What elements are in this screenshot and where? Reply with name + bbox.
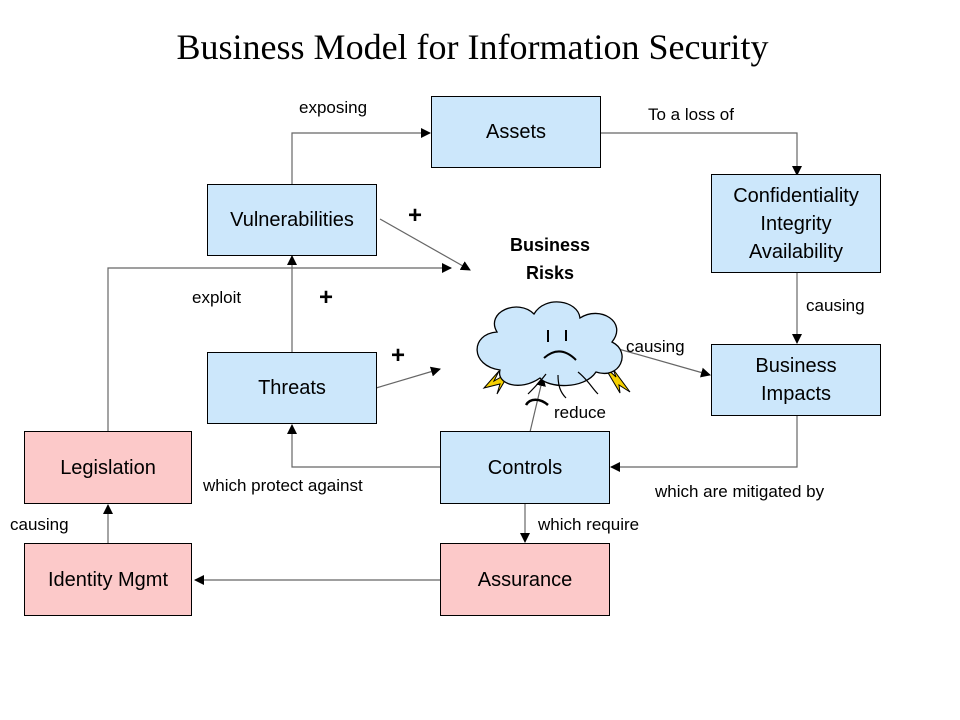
arrow-risks-to-impacts (607, 345, 711, 378)
edge-label-reduce: reduce (554, 403, 606, 422)
arrow-vulnerabilities-to-assets (291, 128, 431, 184)
cia-box[interactable]: Confidentiality Integrity Availability (711, 174, 881, 273)
identity-mgmt-box[interactable]: Identity Mgmt (24, 543, 192, 616)
arrow-threats-to-risks (375, 366, 441, 389)
edge-label-causing-center: causing (626, 337, 685, 356)
edge-label-protect-against: which protect against (203, 476, 363, 495)
vulnerabilities-box[interactable]: Vulnerabilities (207, 184, 377, 256)
assets-box[interactable]: Assets (431, 96, 601, 168)
plus-sign-threats: + (391, 342, 406, 369)
edge-label-causing-left: causing (10, 515, 69, 534)
arrow-controls-to-threats (287, 424, 440, 468)
arrow-impacts-to-controls (610, 415, 798, 472)
arrow-controls-to-risks (529, 376, 546, 433)
controls-box[interactable]: Controls (440, 431, 610, 504)
edge-label-causing-right: causing (806, 296, 865, 315)
business-risk-cloud-icon (476, 301, 631, 406)
legislation-box[interactable]: Legislation (24, 431, 192, 504)
threats-box[interactable]: Threats (207, 352, 377, 424)
business-impacts-box[interactable]: Business Impacts (711, 344, 881, 416)
arrow-legislation-to-risks (107, 263, 452, 431)
edge-label-loss-of: To a loss of (648, 105, 734, 124)
assurance-box[interactable]: Assurance (440, 543, 610, 616)
page-title: Business Model for Information Security (176, 27, 769, 67)
arrow-vulnerabilities-to-risks (379, 218, 471, 271)
edge-label-exposing: exposing (299, 98, 368, 117)
plus-sign-vulnerabilities: + (408, 202, 423, 229)
edge-label-exploit: exploit (192, 288, 242, 307)
arrow-assets-to-cia (600, 132, 802, 176)
business-risks-label: Business Risks (509, 235, 591, 283)
edge-label-mitigated-by: which are mitigated by (655, 482, 825, 501)
plus-sign-exploit: + (319, 284, 334, 311)
edge-label-which-require: which require (538, 515, 640, 534)
